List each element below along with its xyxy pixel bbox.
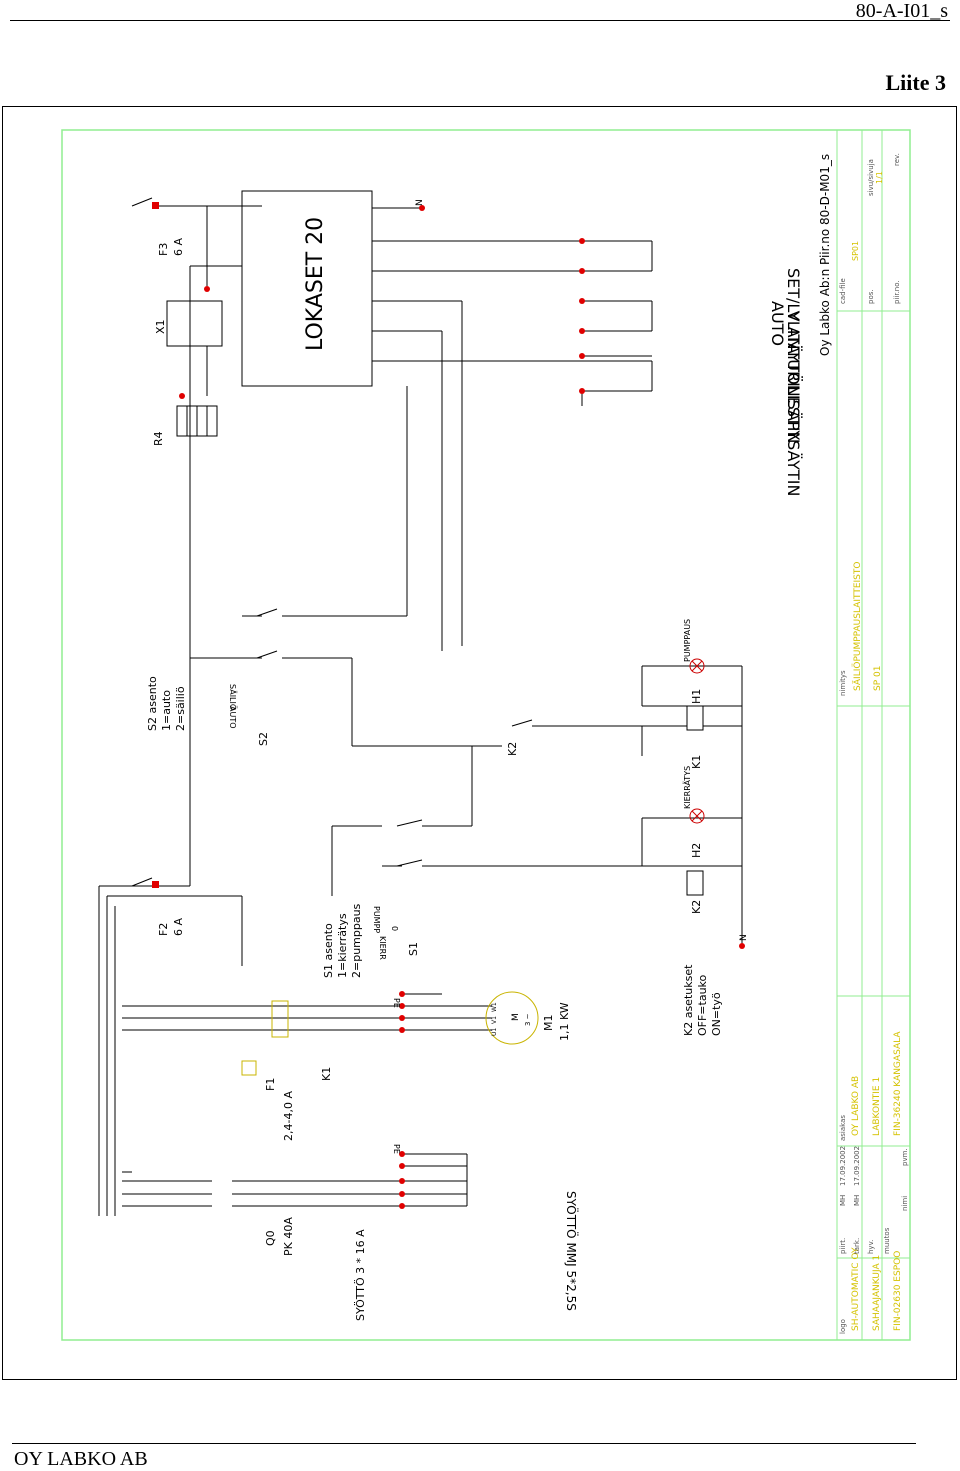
f3-rating: 6 A xyxy=(172,238,185,256)
wiring-lines xyxy=(98,190,743,1216)
customer-line-2: LABKONTIE 1 xyxy=(872,1077,882,1136)
header-rule xyxy=(10,20,950,21)
tark-date: 17.09.2002 xyxy=(853,1146,861,1186)
anturi-label: SET/LV ANTURI xyxy=(784,268,803,387)
n-label-top: N xyxy=(415,199,425,206)
motor-icon xyxy=(485,991,539,1045)
pos-label: pos. xyxy=(867,289,875,304)
auto-label: AUTO xyxy=(768,301,787,346)
h1-label: H1 xyxy=(690,689,703,704)
s1-pos1: 1=kierrätys xyxy=(336,913,349,978)
cable-label: SYÖTTÖ MMJ 5*2,5S xyxy=(564,1191,580,1311)
k1-label: K1 xyxy=(320,1067,333,1081)
footer-rule xyxy=(12,1443,916,1444)
s1-pumpp: PUMPP xyxy=(372,906,381,933)
logo-label: logo xyxy=(839,1319,847,1334)
m1-label: M1 xyxy=(542,1015,555,1032)
name-label: nimitys xyxy=(839,670,847,696)
f2-label: F2 xyxy=(157,923,170,936)
footer-company: OY LABKO AB xyxy=(14,1448,148,1470)
tark-by: MH xyxy=(853,1195,861,1206)
x1-label: X1 xyxy=(154,319,167,334)
s1-zero: 0 xyxy=(390,926,399,931)
name-line-1: SÄILIÖPUMPPAUSLAITTEISTO xyxy=(852,562,863,691)
terminal-nodes xyxy=(152,202,745,1209)
motor-symbol: M xyxy=(511,1013,521,1021)
k2-off: OFF=tauko xyxy=(696,974,709,1036)
appendix-label: Liite 3 xyxy=(885,70,947,95)
hyv-label: hyv. xyxy=(867,1240,875,1254)
motor-u1: U1 xyxy=(491,1028,498,1036)
company-line-2: SAHAAJANKUJA 1 xyxy=(872,1255,882,1331)
company-line-3: FIN-02630 ESPOO xyxy=(893,1251,903,1331)
s2-pos1: 1=auto xyxy=(160,690,173,731)
sivu-value: 1/1 xyxy=(875,171,884,184)
k2-label: K2 xyxy=(506,742,519,756)
s2-label: S2 xyxy=(257,732,270,746)
name-line-2: SP 01 xyxy=(873,666,883,691)
wiring-diagram: Oy Labko Ab:n Piir.no 80-D-M01_s logo SH… xyxy=(61,129,911,1341)
piirno-label: piir.no. xyxy=(893,280,901,304)
s1-label: S1 xyxy=(407,942,420,956)
document-id: 80-A-I01_s xyxy=(855,0,948,22)
s2-title: S2 asento xyxy=(146,676,159,731)
ylitayto-label: YLITÄYTÖNESTIN xyxy=(784,310,803,443)
s1-pos2: 2=pumppaus xyxy=(350,903,363,978)
sheet-border xyxy=(61,129,911,1341)
k2-settings-title: K2 asetukset xyxy=(682,964,695,1036)
customer-line-1: OY LABKO AB xyxy=(851,1076,861,1136)
h1-lamp-icon xyxy=(689,658,705,674)
supply-label: SYÖTTÖ 3 * 16 A xyxy=(354,1229,367,1321)
pe-label-motor: PE xyxy=(392,998,401,1008)
h2-text: KIERRÄTYS xyxy=(682,766,692,809)
drawing-number: Oy Labko Ab:n Piir.no 80-D-M01_s xyxy=(818,154,832,356)
motor-phase: 3 ~ xyxy=(524,1013,532,1026)
tark-label: tark. xyxy=(853,1238,861,1254)
r4-label: R4 xyxy=(152,431,165,446)
k2-coil xyxy=(686,870,704,896)
cadfile-label: cad-file xyxy=(839,278,847,304)
sivu-label: sivu/sivuja xyxy=(867,159,875,196)
title-block xyxy=(836,130,910,1340)
piirt-date: 17.09.2002 xyxy=(839,1146,847,1186)
k2-coil-label: K2 xyxy=(690,900,703,914)
f1-label: F1 xyxy=(264,1078,277,1091)
muutos-label: muutos xyxy=(883,1227,891,1254)
s2-sailio: SÄILIÖ xyxy=(228,684,238,710)
drawing-frame xyxy=(2,106,957,1380)
h1-text: PUMPPAUS xyxy=(683,619,692,662)
k1-coil-label: K1 xyxy=(690,755,703,769)
s2-pos2: 2=säiliö xyxy=(174,686,187,731)
lokaset-label: LOKASET 20 xyxy=(303,217,328,351)
h2-label: H2 xyxy=(690,843,703,858)
piirt-by: MH xyxy=(839,1195,847,1206)
motor-v1: V1 xyxy=(491,1016,498,1024)
customer-line-3: FIN-36240 KANGASALA xyxy=(893,1031,903,1136)
n-label-mid: N xyxy=(739,934,749,941)
m1-power: 1,1 KW xyxy=(558,1002,571,1041)
company-line-1: SH-AUTOMATIC OY xyxy=(851,1247,861,1331)
pvm-label: pvm. xyxy=(901,1148,909,1166)
rev-label: rev. xyxy=(893,153,901,166)
nimi-label: nimi xyxy=(901,1196,909,1211)
s2-auto: AUTO xyxy=(228,706,237,729)
f3-label: F3 xyxy=(157,243,170,256)
cadfile-value: SP01 xyxy=(851,241,860,261)
h2-lamp-icon xyxy=(689,808,705,824)
lisapysaytin-label: LISÄPYSÄYTIN xyxy=(784,386,803,497)
s1-title: S1 asento xyxy=(322,923,335,978)
f1-range: 2,4-4,0 A xyxy=(282,1091,295,1141)
q0-type: PK 40A xyxy=(282,1217,295,1256)
k2-on: ON=työ xyxy=(710,992,723,1036)
s1-kierr: KIERR xyxy=(378,936,387,960)
customer-label: asiakas xyxy=(839,1115,847,1141)
f1-k1-block xyxy=(241,1000,289,1076)
q0-label: Q0 xyxy=(264,1230,277,1246)
motor-w1: W1 xyxy=(491,1002,498,1012)
k1-coil xyxy=(686,705,704,731)
pe-label-supply: PE xyxy=(392,1144,401,1154)
f2-rating: 6 A xyxy=(172,918,185,936)
piirt-label: piirt. xyxy=(839,1238,847,1254)
